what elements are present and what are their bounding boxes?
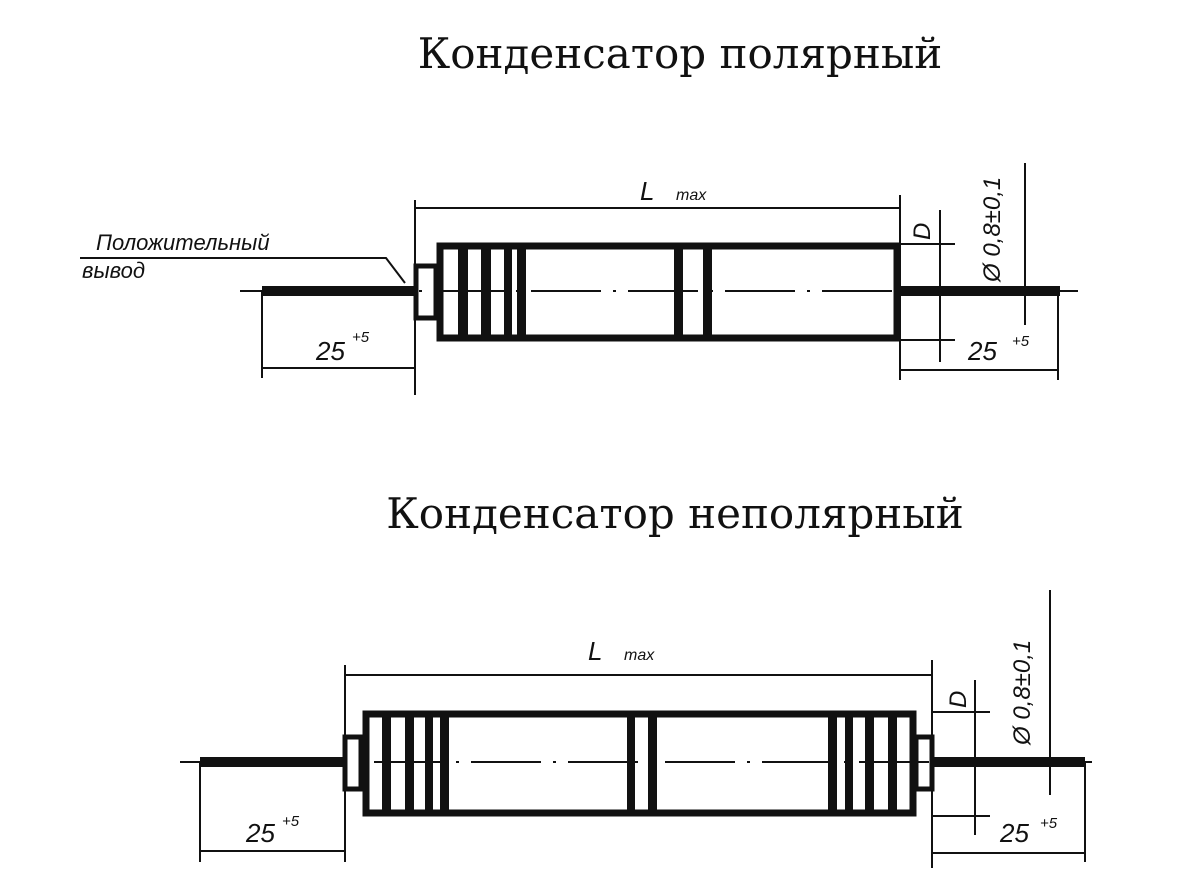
left-lead-tolerance: +5 <box>282 813 300 830</box>
nonpolar-capacitor-drawing: Конденсатор неполярный L max 25 +5 <box>180 489 1092 868</box>
right-lead <box>900 286 1060 296</box>
polar-title: Конденсатор полярный <box>418 29 943 78</box>
left-lead-tolerance: +5 <box>352 329 370 346</box>
lead-diameter-label: Ø 0,8±0,1 <box>1009 640 1036 746</box>
left-lead-length: 25 <box>245 818 275 848</box>
length-label: L <box>588 636 602 666</box>
left-lead <box>200 757 345 767</box>
positive-lead-label: Положительный <box>96 230 270 255</box>
left-lead-length: 25 <box>315 336 345 366</box>
length-subscript: max <box>624 647 655 664</box>
right-lead-tolerance: +5 <box>1012 333 1030 350</box>
capacitor-body <box>436 242 901 342</box>
diameter-label: D <box>945 691 972 708</box>
diameter-label: D <box>909 223 936 240</box>
positive-lead-label-2: вывод <box>82 258 145 283</box>
right-lead-length: 25 <box>999 818 1029 848</box>
length-subscript: max <box>676 187 707 204</box>
right-lead-length: 25 <box>967 336 997 366</box>
right-lead-tolerance: +5 <box>1040 815 1058 832</box>
positive-lead-leader <box>80 257 406 284</box>
right-lead <box>932 757 1085 767</box>
capacitor-body <box>362 710 917 817</box>
lead-diameter-label: Ø 0,8±0,1 <box>979 177 1006 283</box>
polar-capacitor-drawing: Конденсатор полярный L max 25 +5 25 <box>80 29 1078 395</box>
left-end-cap <box>342 734 364 792</box>
nonpolar-title: Конденсатор неполярный <box>386 489 963 538</box>
length-label: L <box>640 176 654 206</box>
left-lead <box>262 286 415 296</box>
